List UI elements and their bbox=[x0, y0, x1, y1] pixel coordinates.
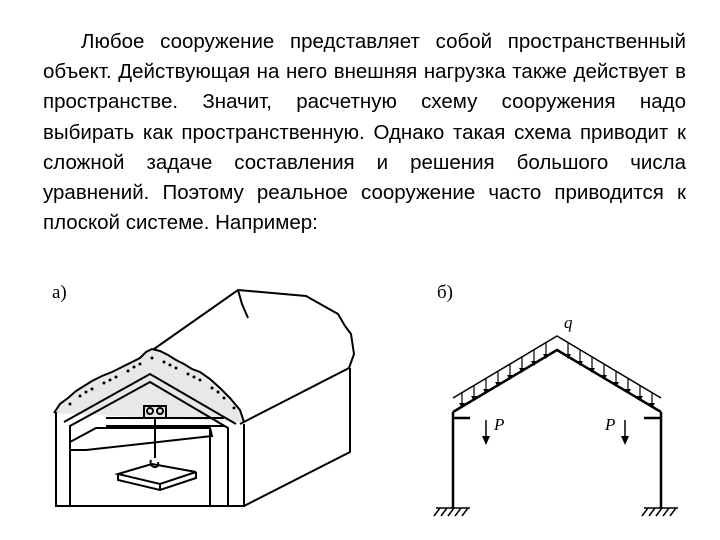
inner-opening bbox=[69, 380, 229, 506]
distributed-load-arrows bbox=[461, 343, 653, 406]
point-load-left-label: P bbox=[493, 415, 504, 434]
roof-ridge bbox=[153, 288, 356, 425]
frame-rafters bbox=[452, 348, 662, 414]
distributed-load-label: q bbox=[564, 313, 573, 332]
roof-back-edge bbox=[237, 289, 249, 319]
body-paragraph: Любое сооружение представляет собой прос… bbox=[43, 27, 686, 238]
snow-texture bbox=[68, 356, 236, 410]
gable-inner bbox=[63, 372, 237, 425]
figure-b-frame-diagram bbox=[433, 335, 678, 517]
support-left bbox=[433, 507, 470, 517]
point-load-right-label: P bbox=[604, 415, 615, 434]
figure-a-label: а) bbox=[52, 282, 67, 303]
support-right bbox=[641, 507, 678, 517]
figure-a-building-illustration bbox=[53, 288, 356, 507]
figure-b-label: б) bbox=[437, 282, 453, 303]
load-line bbox=[452, 335, 662, 399]
side-wall bbox=[243, 368, 351, 507]
crane-cable bbox=[149, 418, 160, 468]
crane-load bbox=[114, 462, 197, 492]
front-wall bbox=[55, 412, 245, 507]
load-arrowheads bbox=[459, 354, 655, 408]
paragraph-text: Любое сооружение представляет собой прос… bbox=[43, 30, 686, 235]
roof-snow-outline bbox=[53, 347, 245, 423]
crane-runway bbox=[69, 427, 214, 451]
